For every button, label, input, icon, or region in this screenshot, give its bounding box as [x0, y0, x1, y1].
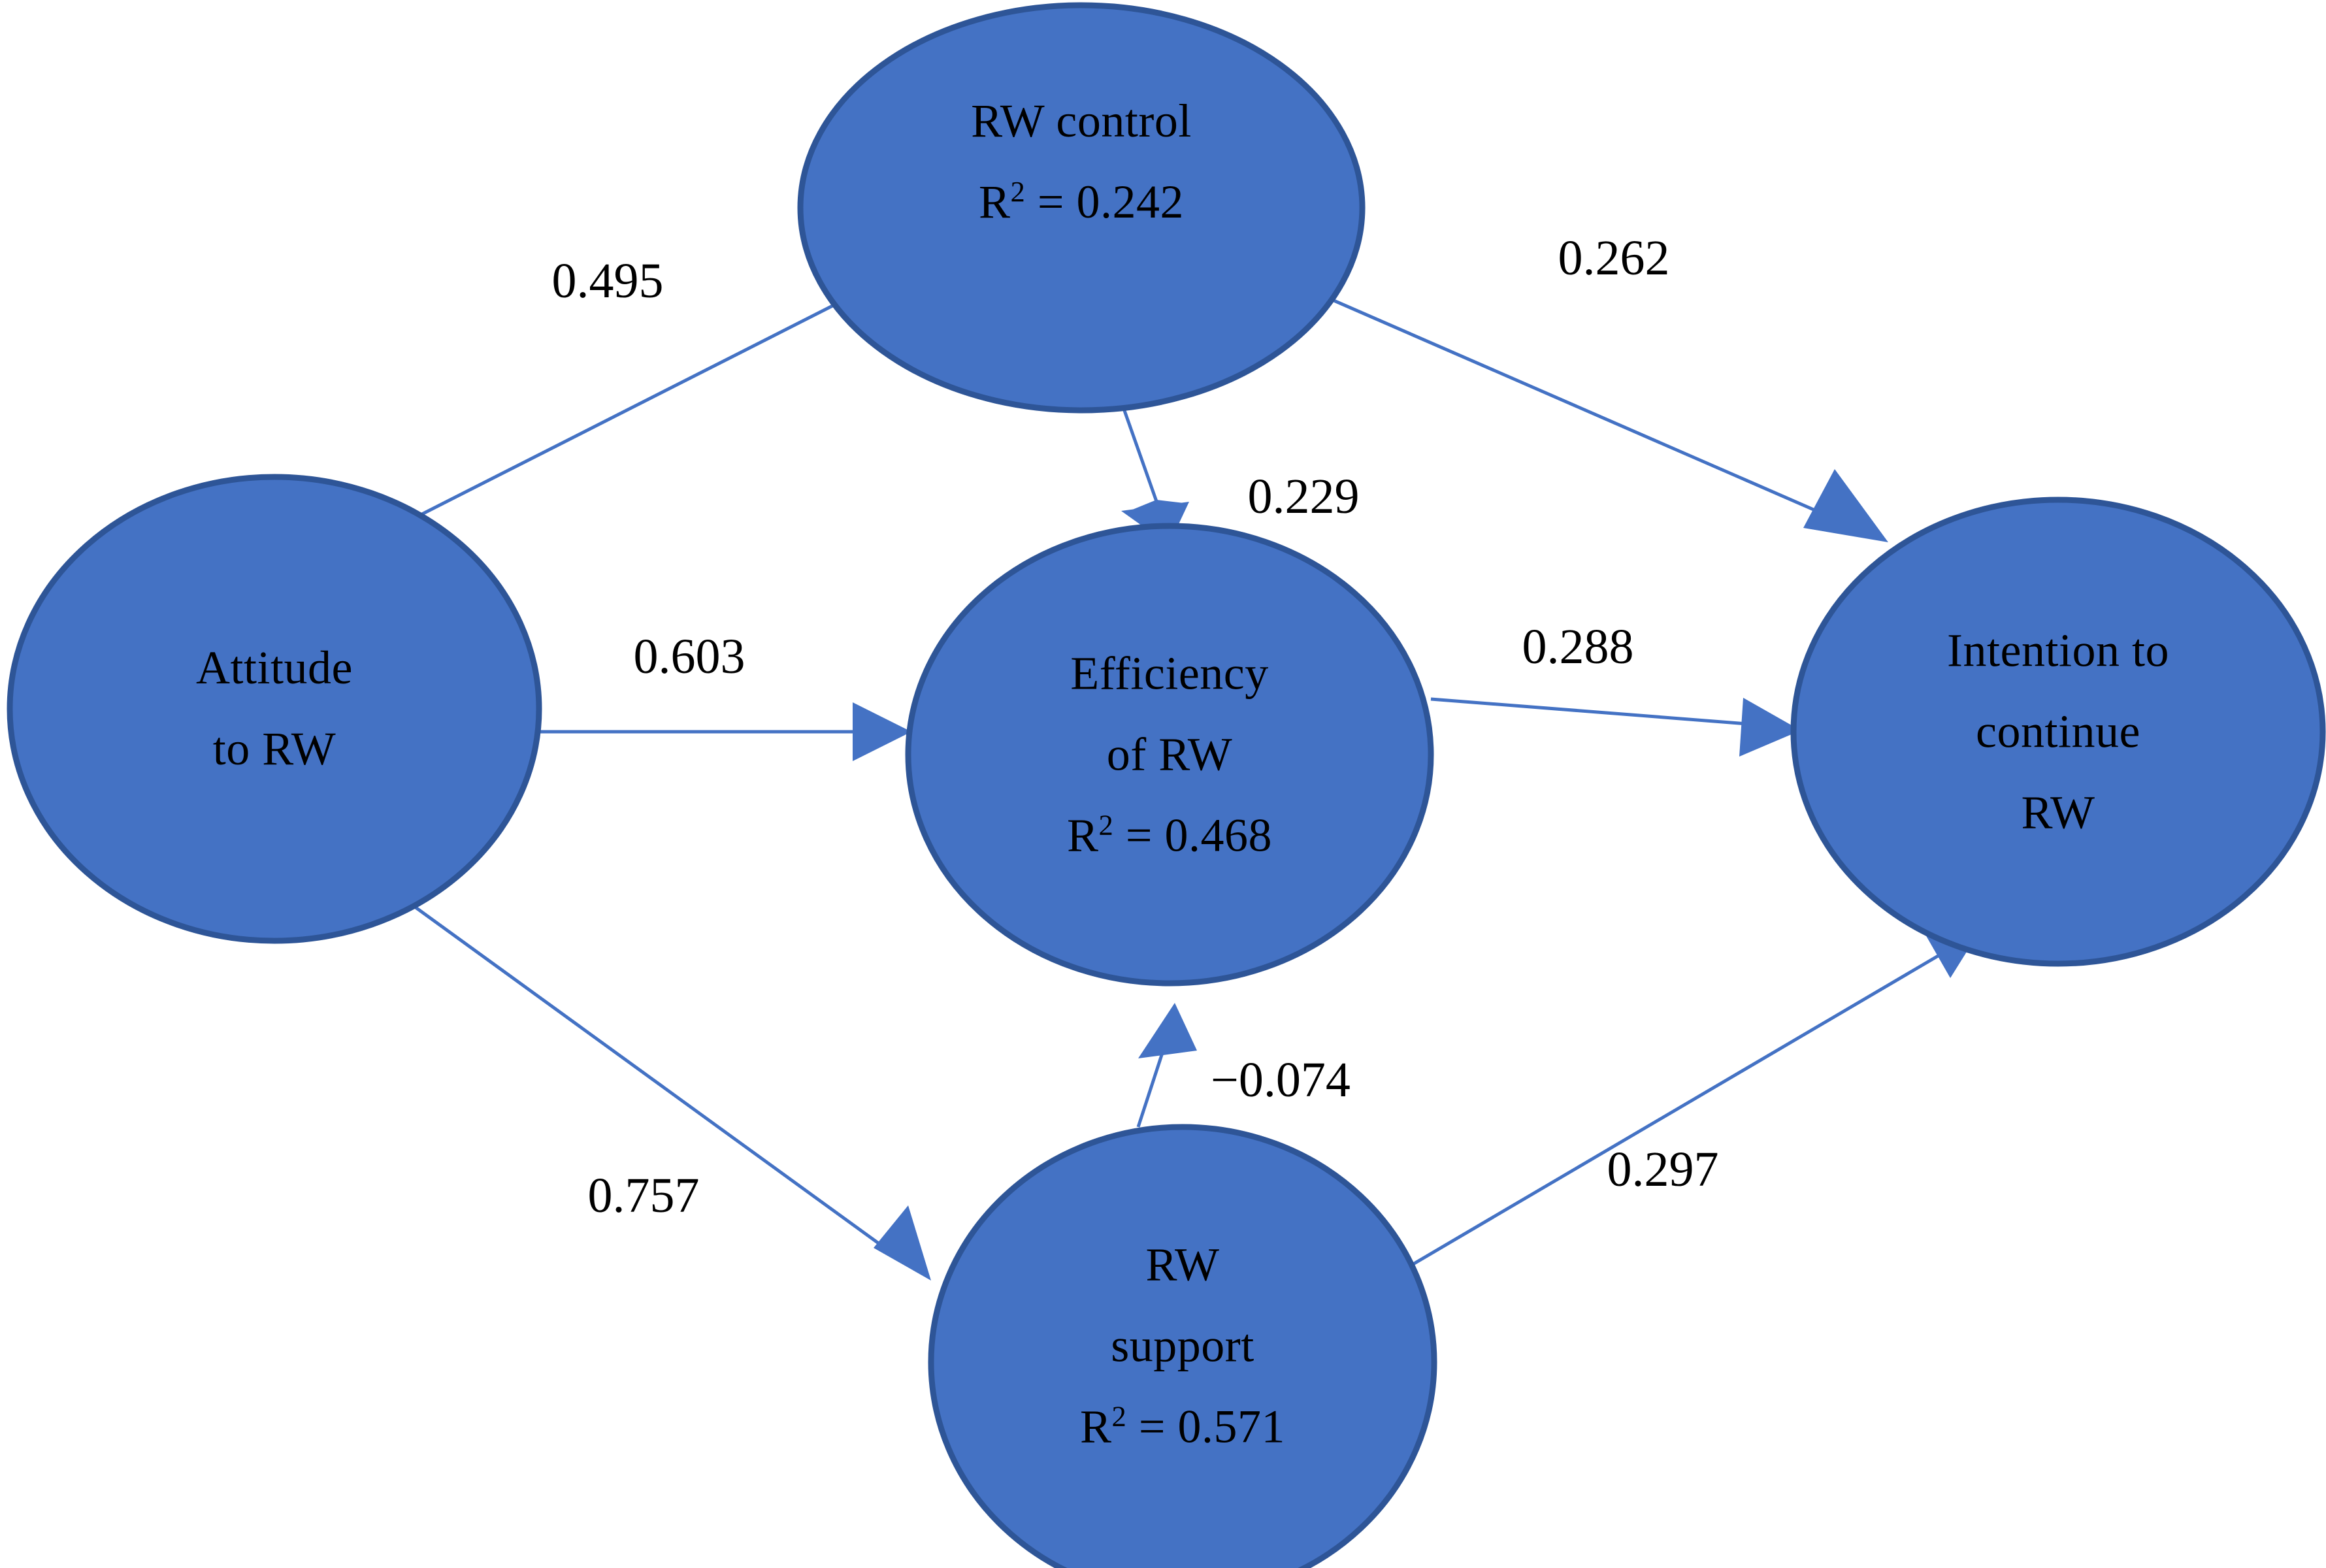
edge-line-rw-control-to-efficiency	[1121, 404, 1164, 517]
arrowhead-attitude-to-rw-support	[874, 1205, 931, 1281]
arrowhead-attitude-to-efficiency	[853, 702, 911, 761]
node-rw-control[interactable]	[797, 2, 1366, 414]
edge-line-attitude-to-rw-control	[404, 295, 851, 525]
arrowhead-efficiency-to-intention	[1739, 698, 1801, 757]
edge-efficiency-to-intention[interactable]	[1430, 697, 1801, 757]
edge-line-efficiency-to-intention	[1430, 697, 1765, 727]
edge-attitude-to-efficiency[interactable]	[536, 702, 911, 761]
edge-line-attitude-to-rw-support	[397, 893, 900, 1260]
edge-line-rw-support-to-intention	[1384, 949, 1948, 1282]
edge-attitude-to-rw-support[interactable]	[397, 893, 931, 1281]
node-attitude-to-rw[interactable]	[7, 474, 542, 944]
node-rw-support[interactable]	[928, 1124, 1437, 1568]
node-layer	[7, 2, 2326, 1568]
node-intention-to-continue-rw[interactable]	[1790, 497, 2326, 967]
node-efficiency-of-rw[interactable]	[905, 523, 1434, 987]
edge-attitude-to-rw-control[interactable]	[404, 295, 851, 525]
arrowhead-rw-support-to-efficiency	[1138, 1003, 1197, 1058]
arrowhead-rw-control-to-intention	[1803, 469, 1888, 542]
edge-line-rw-control-to-intention	[1326, 295, 1877, 539]
edge-rw-support-to-efficiency[interactable]	[1136, 1003, 1197, 1128]
edge-rw-control-to-intention[interactable]	[1326, 295, 1888, 542]
edge-rw-support-to-intention[interactable]	[1384, 924, 1980, 1282]
